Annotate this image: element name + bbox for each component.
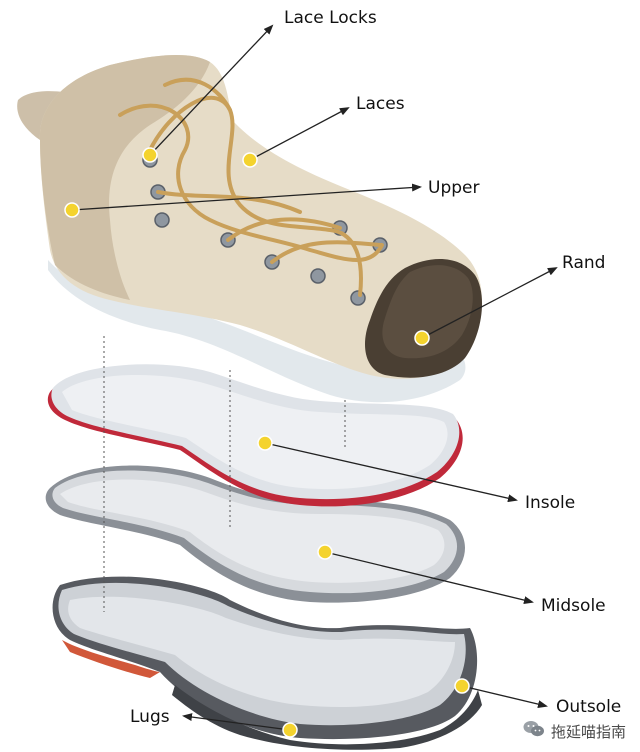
midsole-arrow bbox=[324, 551, 534, 605]
wechat-icon bbox=[523, 720, 545, 742]
label-insole: Insole bbox=[525, 493, 575, 513]
upper-arrow bbox=[71, 183, 422, 211]
insole-arrow bbox=[264, 442, 518, 503]
watermark: 拖延喵指南 bbox=[523, 720, 626, 742]
rand-marker bbox=[414, 330, 430, 346]
label-lugs: Lugs bbox=[130, 707, 170, 727]
lugs-marker bbox=[282, 722, 298, 738]
rand-arrow bbox=[421, 267, 558, 339]
watermark-text: 拖延喵指南 bbox=[550, 722, 626, 741]
outsole-arrow bbox=[461, 685, 548, 709]
upper-marker bbox=[64, 202, 80, 218]
insole-layer bbox=[47, 364, 463, 507]
midsole-marker bbox=[317, 544, 333, 560]
label-rand: Rand bbox=[562, 253, 605, 273]
lugs-arrow bbox=[182, 713, 291, 731]
outsole-marker bbox=[454, 678, 470, 694]
label-lace-locks: Lace Locks bbox=[284, 8, 377, 28]
insole-marker bbox=[257, 435, 273, 451]
lace-locks-marker bbox=[142, 147, 158, 163]
laces-marker bbox=[242, 152, 258, 168]
lace-locks-arrow bbox=[149, 24, 274, 156]
outsole-layer bbox=[52, 576, 482, 750]
label-outsole: Outsole bbox=[556, 697, 621, 717]
boot-illustration bbox=[17, 54, 483, 403]
laces-arrow bbox=[249, 107, 350, 161]
label-upper: Upper bbox=[428, 178, 479, 198]
label-laces: Laces bbox=[356, 94, 405, 114]
label-midsole: Midsole bbox=[541, 596, 606, 616]
alignment-lines bbox=[103, 336, 346, 612]
